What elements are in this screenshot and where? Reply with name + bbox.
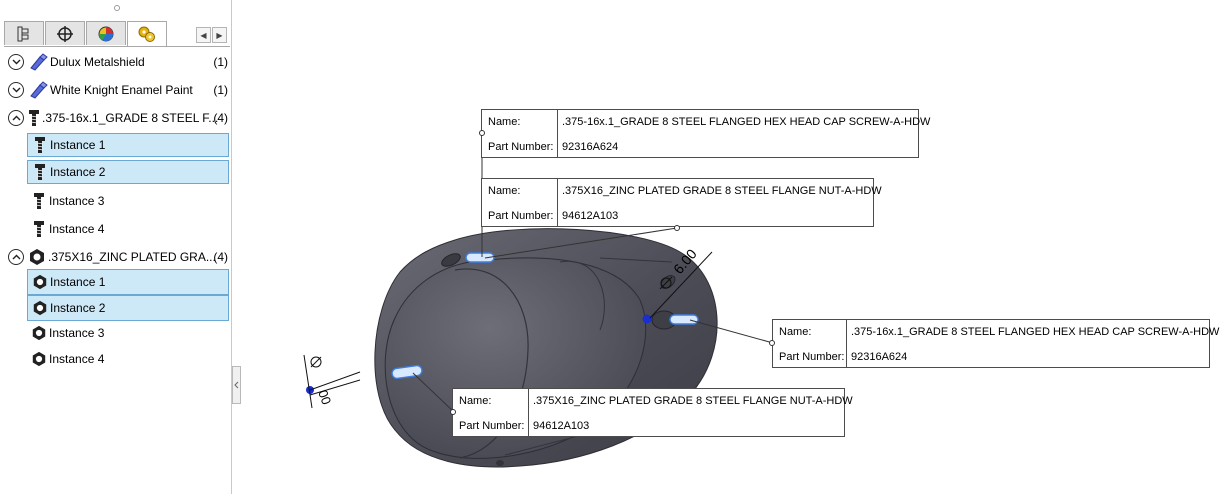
instance-label: Instance 2 [50, 301, 106, 315]
crosshair-icon [57, 25, 73, 42]
callout-nut-top[interactable]: Name: .375X16_ZINC PLATED GRADE 8 STEEL … [481, 178, 882, 227]
instance-label: Instance 3 [49, 194, 105, 208]
callout-nut-bottom[interactable]: Name: .375X16_ZINC PLATED GRADE 8 STEEL … [452, 388, 853, 437]
callout-part-number-value: 92316A624 [851, 351, 908, 363]
color-pie-icon [98, 26, 114, 41]
tab-scroll-left-button[interactable]: ◀ [196, 27, 211, 43]
paint-brush-icon [30, 81, 48, 99]
callout-screw-top[interactable]: Name: .375-16x.1_GRADE 8 STEEL FLANGED H… [481, 109, 930, 158]
callout-part-number-label: Part Number: [488, 210, 554, 222]
screw-instance-2[interactable]: Instance 2 [27, 160, 229, 184]
component-group-count: (4) [213, 111, 228, 125]
appearance-count: (1) [213, 55, 228, 69]
tab-feature-manager[interactable] [4, 21, 44, 45]
collapse-chevron-icon[interactable] [8, 249, 24, 265]
selected-fastener-highlights[interactable] [306, 252, 699, 394]
instance-label: Instance 1 [50, 275, 106, 289]
screw-instance-1[interactable]: Instance 1 [27, 133, 229, 157]
instance-label: Instance 2 [50, 165, 106, 179]
callout-name-label: Name: [488, 185, 521, 197]
nut-instance-4[interactable]: Instance 4 [27, 347, 229, 371]
appearance-label: Dulux Metalshield [50, 55, 145, 69]
component-group-screws[interactable]: .375-16x.1_GRADE 8 STEEL F... (4) [8, 107, 230, 129]
callout-anchor[interactable] [674, 225, 680, 231]
callout-screw-right[interactable]: Name: .375-16x.1_GRADE 8 STEEL FLANGED H… [772, 319, 1219, 368]
manager-tab-bar: ◀ ▶ [4, 21, 230, 47]
appearance-row-1[interactable]: Dulux Metalshield (1) [8, 51, 230, 73]
tab-scroll-right-button[interactable]: ▶ [212, 27, 227, 43]
dimension-left-label: 00 [315, 388, 334, 407]
hex-nut-icon [31, 324, 47, 342]
component-group-count: (4) [213, 250, 228, 264]
cap-screw-icon [31, 220, 47, 238]
callout-name-value: .375X16_ZINC PLATED GRADE 8 STEEL FLANGE… [533, 395, 853, 407]
tab-display-manager[interactable] [127, 21, 167, 46]
callout-part-number-label: Part Number: [459, 420, 525, 432]
callout-part-number-value: 94612A103 [533, 420, 590, 432]
nut-instance-3[interactable]: Instance 3 [27, 321, 229, 345]
callout-anchor[interactable] [450, 409, 456, 415]
callout-name-value: .375-16x.1_GRADE 8 STEEL FLANGED HEX HEA… [562, 116, 931, 128]
paint-brush-icon [30, 53, 48, 71]
callout-name-label: Name: [779, 326, 812, 338]
cap-screw-icon [31, 192, 47, 210]
callout-anchor[interactable] [479, 130, 485, 136]
hex-nut-icon [30, 249, 44, 265]
instance-label: Instance 4 [49, 352, 105, 366]
nut-instance-1[interactable]: Instance 1 [27, 269, 229, 295]
instance-label: Instance 4 [49, 222, 105, 236]
callout-part-number-label: Part Number: [779, 351, 845, 363]
screw-instance-3[interactable]: Instance 3 [27, 189, 229, 213]
callout-part-number-value: 94612A103 [562, 210, 619, 222]
instance-label: Instance 3 [49, 326, 105, 340]
hex-nut-icon [32, 299, 48, 317]
hex-nut-icon [31, 350, 47, 368]
tab-appearance-manager[interactable] [86, 21, 126, 45]
gears-icon [138, 26, 155, 42]
panel-grip[interactable] [114, 5, 120, 11]
cap-screw-icon [32, 163, 48, 181]
callout-part-number-value: 92316A624 [562, 141, 619, 153]
expand-chevron-icon[interactable] [8, 54, 24, 70]
callout-name-value: .375X16_ZINC PLATED GRADE 8 STEEL FLANGE… [562, 185, 882, 197]
appearance-row-2[interactable]: White Knight Enamel Paint (1) [8, 79, 230, 101]
callout-name-label: Name: [488, 116, 521, 128]
screw-instance-4[interactable]: Instance 4 [27, 217, 229, 241]
hex-nut-icon [32, 273, 48, 291]
feature-tree-icon [17, 26, 29, 41]
nut-instance-2[interactable]: Instance 2 [27, 295, 229, 321]
appearance-count: (1) [213, 83, 228, 97]
collapse-chevron-icon[interactable] [8, 110, 24, 126]
callout-part-number-label: Part Number: [488, 141, 554, 153]
component-group-label: .375X16_ZINC PLATED GRA... [48, 250, 216, 264]
expand-chevron-icon[interactable] [8, 82, 24, 98]
chevron-left-icon [234, 381, 239, 389]
cap-screw-icon [32, 136, 48, 154]
callout-name-value: .375-16x.1_GRADE 8 STEEL FLANGED HEX HEA… [851, 326, 1220, 338]
component-group-nuts[interactable]: .375X16_ZINC PLATED GRA... (4) [8, 246, 230, 268]
cap-screw-icon [29, 110, 39, 126]
tab-property-manager[interactable] [45, 21, 85, 45]
callout-name-label: Name: [459, 395, 492, 407]
instance-label: Instance 1 [50, 138, 106, 152]
panel-collapse-handle[interactable] [232, 366, 241, 404]
appearance-manager-panel: ◀ ▶ Dulux Metalshield (1) White Knight E… [0, 0, 232, 494]
callout-anchor[interactable] [769, 340, 775, 346]
appearance-label: White Knight Enamel Paint [50, 83, 193, 97]
component-group-label: .375-16x.1_GRADE 8 STEEL F... [42, 111, 219, 125]
dimension-left[interactable]: 00 [303, 354, 361, 409]
